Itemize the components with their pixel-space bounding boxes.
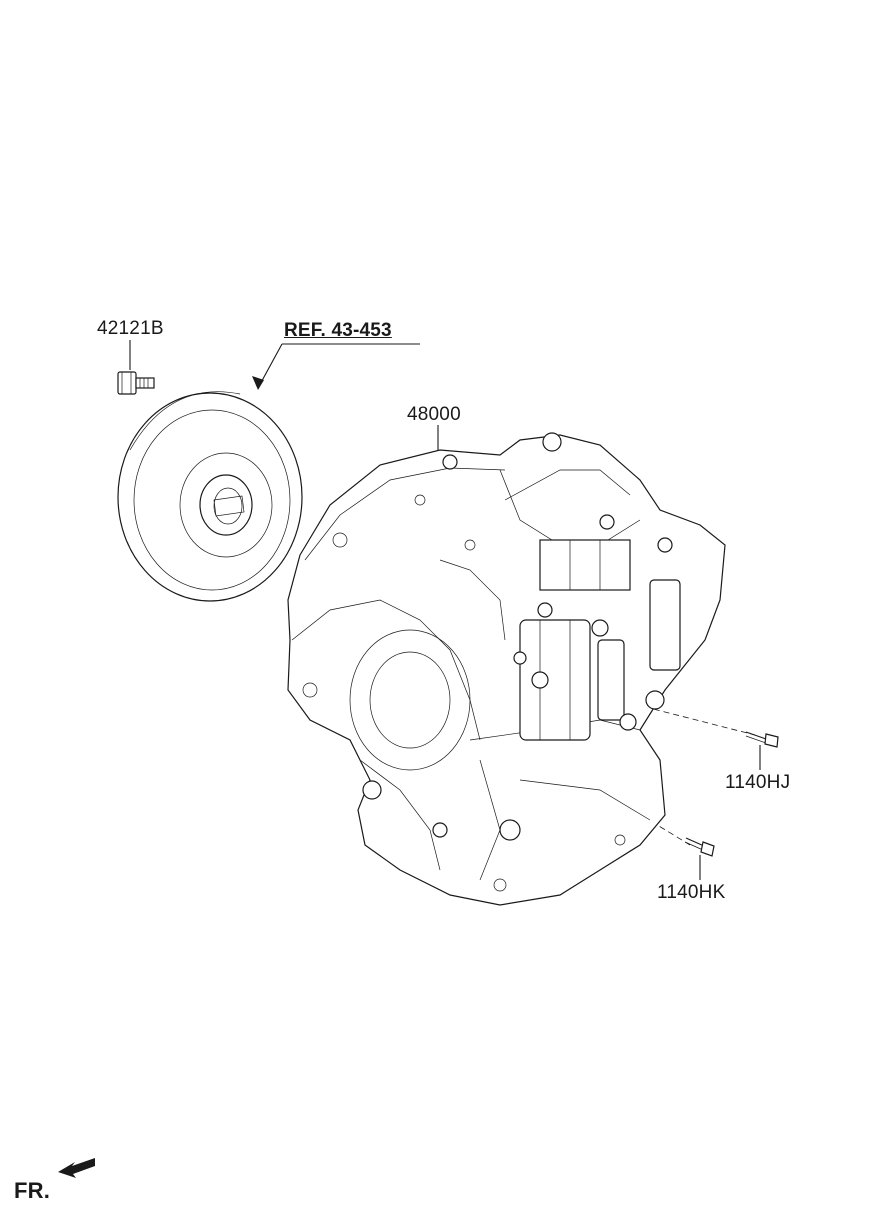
label-42121b: 42121B xyxy=(97,318,164,339)
transmission-assembly-icon xyxy=(287,432,726,906)
torque-converter-icon xyxy=(117,391,303,602)
front-marker-label: FR. xyxy=(14,1178,51,1203)
label-ref-43-453: REF. 43-453 xyxy=(284,320,392,341)
label-1140hk: 1140HK xyxy=(657,882,726,903)
arrow-left-down-icon xyxy=(58,1158,95,1178)
label-1140hj: 1140HJ xyxy=(725,772,791,793)
bolt-42121b-icon xyxy=(117,371,155,395)
bolt-1140hk-icon xyxy=(684,837,715,857)
bolt-1140hj-icon xyxy=(745,731,779,748)
label-48000: 48000 xyxy=(407,404,461,425)
